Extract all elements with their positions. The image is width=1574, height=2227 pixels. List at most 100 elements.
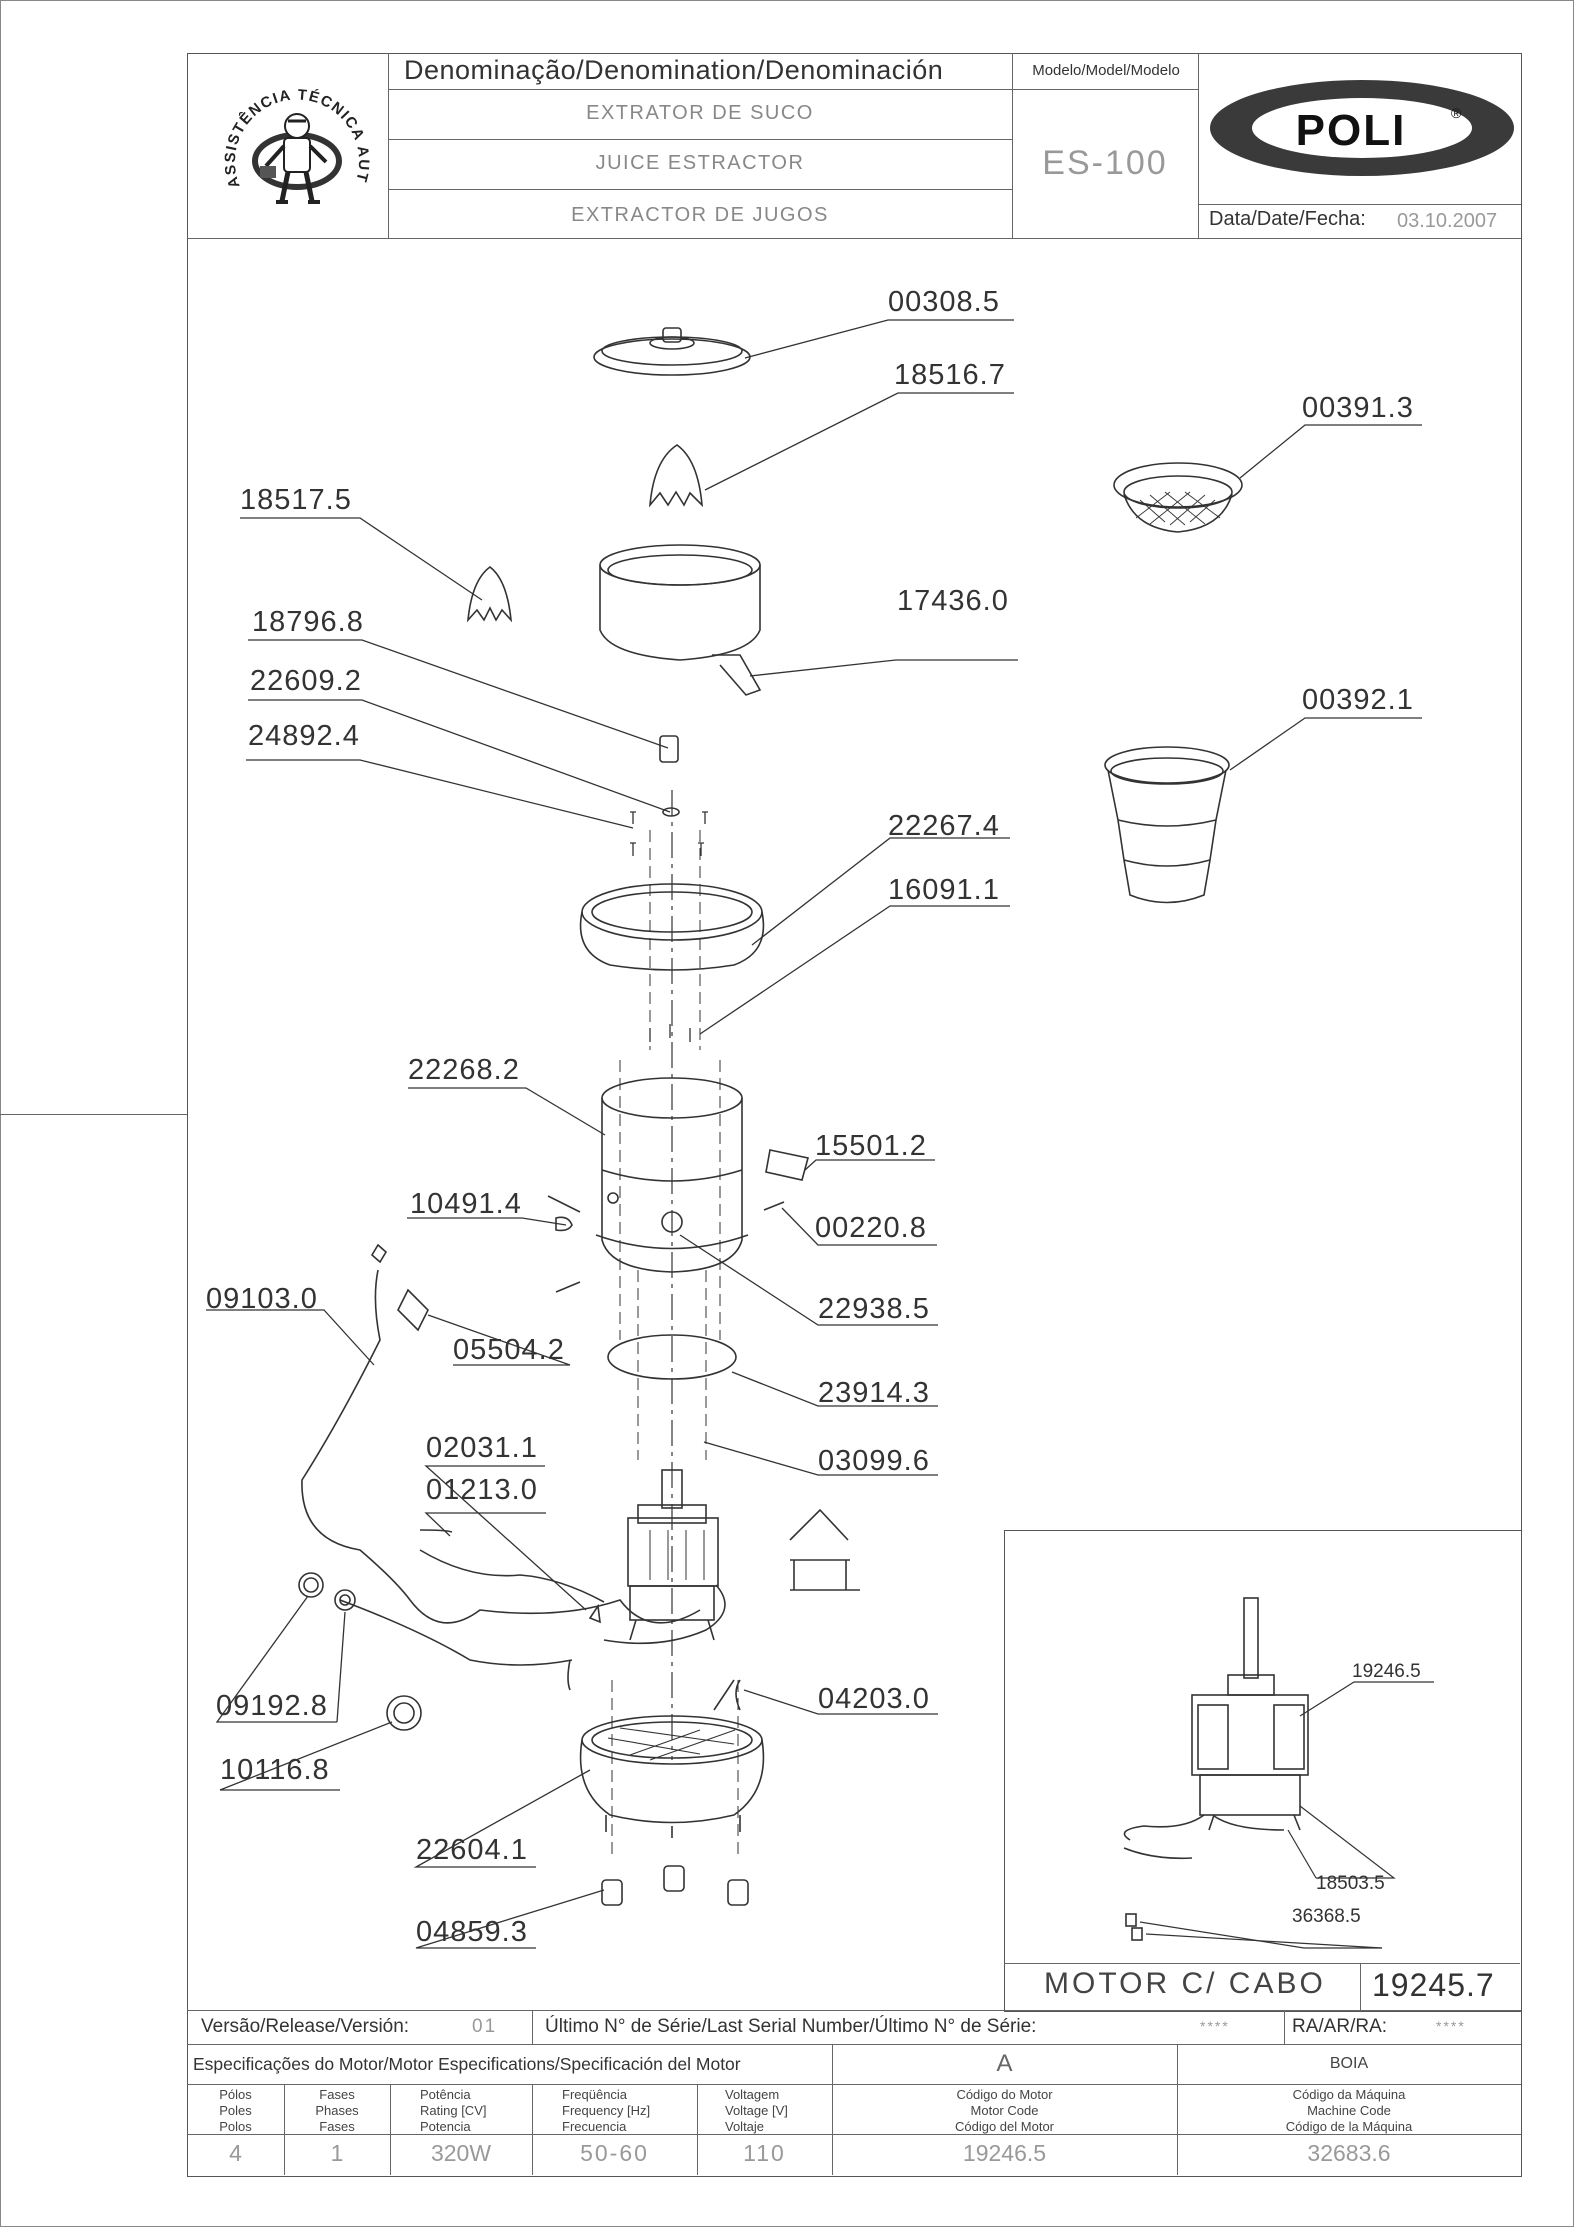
part-label: 04859.3 [416,1916,528,1948]
reamer-cone-large [648,444,703,508]
spec-header-line: Potencia [420,2119,471,2134]
poli-logo-text: POLI [1296,106,1407,155]
serial-label [765,1149,809,1181]
foot-2 [663,1865,685,1892]
spec-header-line [187,2134,1521,2135]
reamer-cone-small [466,566,513,623]
release-bottom-line [187,2044,1521,2045]
model-label: Modelo/Model/Modelo [1032,62,1180,79]
part-label: 18796.8 [252,606,364,638]
spec-value-machine-code: 32683.6 [1307,2140,1391,2166]
date-label: Data/Date/Fecha: [1209,208,1366,230]
spec-col-1 [284,2084,285,2175]
part-label: 09192.8 [216,1690,328,1722]
detail-code: 19245.7 [1372,1967,1495,2003]
part-label: 00392.1 [1302,684,1414,716]
part-label: 22604.1 [416,1834,528,1866]
model-header-line [1012,89,1198,90]
grommet-1 [298,1572,324,1598]
part-label: 10491.4 [410,1188,522,1220]
part-label: 15501.2 [815,1130,927,1162]
part-label: 05504.2 [453,1334,565,1366]
motor-housing [601,1098,743,1273]
ra-value: **** [1436,2018,1466,2034]
spec-header-line: Machine Code [1307,2103,1391,2118]
part-label: 23914.3 [818,1377,930,1409]
spec-value-poles: 4 [229,2140,242,2166]
detail-part-label: 19246.5 [1352,1661,1421,1682]
spec-header-line: Fases [319,2087,355,2102]
part-label: 16091.1 [888,874,1000,906]
spec-header-line: Pólos [219,2087,252,2102]
serial-value: **** [1200,2018,1230,2034]
drawing-sheet [187,53,1522,2177]
spec-header-line: Potência [420,2087,471,2102]
spec-header-line: Poles [219,2103,252,2118]
spindle-adapter [659,735,679,763]
foot-3 [727,1879,749,1906]
spec-col-2 [390,2084,391,2175]
date-row-line [1198,204,1521,205]
model-value: ES-100 [1042,144,1168,182]
spec-header-line: Código do Motor [956,2087,1053,2102]
spec-header-line: Código da Máquina [1292,2087,1406,2102]
grommet-2 [334,1589,356,1611]
version-value: 01 [472,2016,498,2037]
part-label: 00308.5 [888,286,1000,318]
spec-header-line: Motor Code [970,2103,1039,2118]
part-label: 22268.2 [408,1054,520,1086]
spec-header-line: Frecuencia [562,2119,627,2134]
spec-header-line: Código del Motor [955,2119,1054,2134]
detail-part-label: 36368.5 [1292,1906,1361,1927]
poli-registered-mark: ® [1451,105,1462,121]
spec-header-line: Polos [219,2119,252,2134]
header-bottom-line [187,238,1521,239]
part-label: 18516.7 [894,359,1006,391]
warning-symbol [789,1508,860,1591]
part-label: 22938.5 [818,1293,930,1325]
part-label: 22609.2 [250,665,362,697]
spec-header-line: Fases [319,2119,355,2134]
release-divider-2 [1284,2010,1285,2044]
spec-header-line: Código de la Máquina [1285,2119,1413,2134]
part-label: 17436.0 [897,585,1009,617]
ra-label: RA/AR/RA: [1292,2016,1388,2037]
detail-caption-line [1004,1963,1520,1964]
left-fold-line [0,1114,187,1115]
spec-divider-b [1177,2044,1178,2175]
part-label: 00220.8 [815,1212,927,1244]
detail-part-label: 18503.5 [1316,1873,1385,1894]
spec-header-line: Voltage [V] [725,2103,788,2118]
spec-buoy-value: BOIA [1329,2055,1369,2072]
spec-col-4 [697,2084,698,2175]
strainer-basket [1113,462,1243,508]
date-value: 03.10.2007 [1397,210,1498,232]
part-label: 04203.0 [818,1683,930,1715]
release-divider-1 [532,2010,533,2044]
part-label: 00391.3 [1302,392,1414,424]
name-english: JUICE ESTRACTOR [595,152,805,174]
spec-header-line: Rating [CV] [420,2103,487,2118]
spec-value-rating: 320W [430,2140,492,2166]
fuse-holder [386,1695,422,1731]
spec-value-frequency: 50-60 [580,2140,649,2166]
spec-header-line: Frequency [Hz] [562,2103,651,2118]
lid-part [593,338,751,376]
poli-logo-graphic: POLI ® [1210,80,1514,176]
spec-title-line [187,2084,1521,2085]
spec-type-value: A [996,2050,1013,2077]
part-label: 10116.8 [220,1754,330,1786]
spec-header-line: Voltaje [725,2119,765,2134]
juice-cup [1104,746,1230,784]
header-row-line-3 [388,189,1012,190]
spec-header-line: Voltagem [725,2087,780,2102]
release-top-line [187,2010,1521,2011]
header-divider-model [1012,53,1013,239]
foot-1 [601,1879,623,1906]
spec-header-line: Freqüência [562,2087,628,2102]
